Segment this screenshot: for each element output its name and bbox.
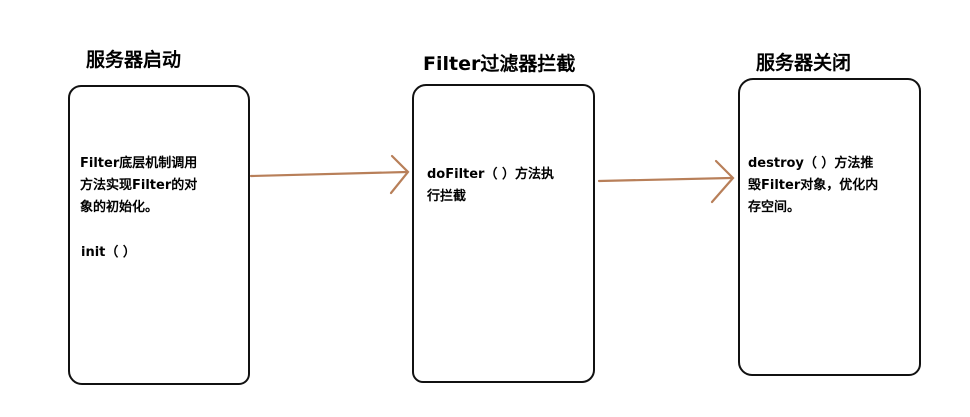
arrow-line-2 <box>597 176 733 183</box>
server-start-title: 服务器启动 <box>86 49 182 71</box>
arrow-head-1 <box>389 154 410 195</box>
arrow-line-1 <box>249 170 409 178</box>
server-close-title: 服务器关闭 <box>756 52 852 74</box>
dofilter-description: doFilter（ ）方法执 行拦截 <box>427 167 554 204</box>
arrow-start-to-filter <box>249 154 410 195</box>
init-method-label: init（ ） <box>81 245 136 260</box>
server-start-box <box>68 85 250 385</box>
init-description: Filter底层机制调用 方法实现Filter的对 象的初始化。 <box>80 156 198 215</box>
arrow-head-2 <box>710 159 735 204</box>
filter-intercept-box <box>412 84 595 383</box>
arrow-filter-to-close <box>597 159 735 204</box>
destroy-description: destroy（ ）方法推 毁Filter对象，优化内 存空间。 <box>748 156 879 215</box>
filter-intercept-title: Filter过滤器拦截 <box>423 53 576 75</box>
server-close-box <box>738 78 921 376</box>
